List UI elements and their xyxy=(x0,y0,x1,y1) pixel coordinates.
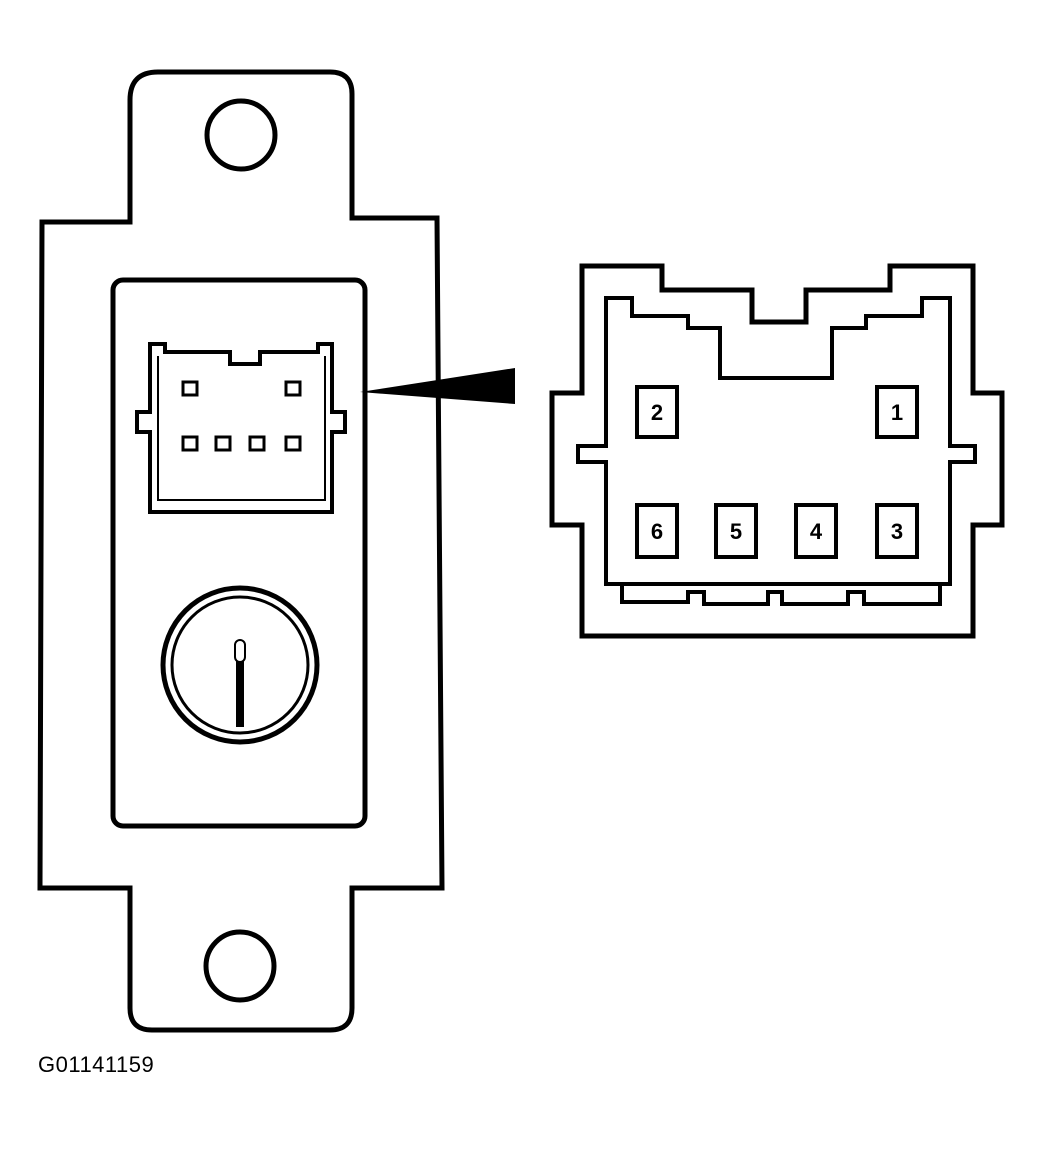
switch-connector-small xyxy=(135,342,347,514)
pin-label-2: 2 xyxy=(651,400,663,425)
pin-cavity-4 xyxy=(794,503,838,559)
pin-cavity-6 xyxy=(635,503,679,559)
pin-cavity-2 xyxy=(635,385,679,439)
switch-face-panel xyxy=(110,277,368,829)
pin-label-4: 4 xyxy=(810,519,823,544)
pin-cavity-5 xyxy=(714,503,758,559)
mounting-hole-bottom xyxy=(203,929,277,1003)
pin-label-3: 3 xyxy=(891,519,903,544)
pin-cavity-3 xyxy=(875,503,919,559)
pin-label-6: 6 xyxy=(651,519,663,544)
figure-code: G01141159 xyxy=(38,1052,155,1077)
mounting-hole-top xyxy=(204,98,278,172)
connector-face-enlarged: 2 1 6 5 4 3 xyxy=(549,263,1005,639)
pin-label-5: 5 xyxy=(730,519,742,544)
key-lock-cylinder xyxy=(160,585,320,745)
pin-cavity-1 xyxy=(875,385,919,439)
mounting-bracket xyxy=(37,69,445,1033)
leader-pointer xyxy=(360,368,515,404)
pin-label-1: 1 xyxy=(891,400,903,425)
